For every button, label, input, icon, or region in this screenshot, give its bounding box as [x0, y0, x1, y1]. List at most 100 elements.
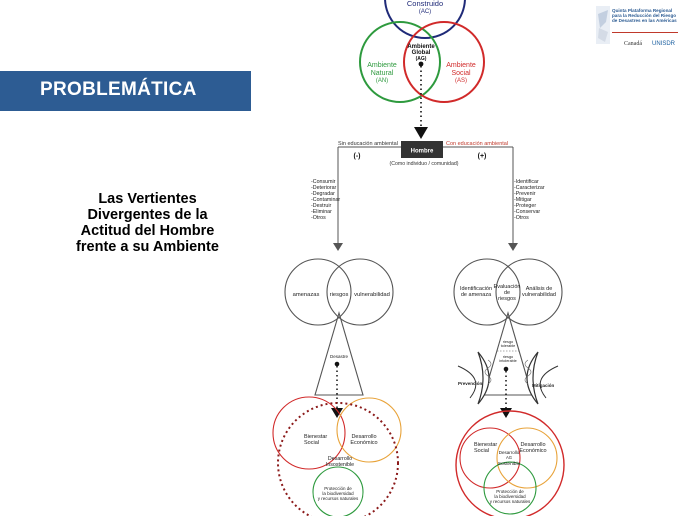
global-dot	[418, 61, 424, 67]
tolerable-label-1: riesgo	[503, 340, 513, 344]
natural-abbr: (AN)	[376, 78, 388, 84]
mitigation-shield	[526, 351, 539, 405]
threat-identification-circle	[453, 258, 521, 326]
prevencion-label: Prevención	[458, 381, 483, 386]
economic-development-circle	[336, 397, 402, 463]
heading-line: frente a su Ambiente	[76, 239, 219, 255]
threat-circle	[284, 258, 352, 326]
left-branch: amenazas riesgos vulnerabilidad Desastre…	[272, 258, 402, 516]
global-label-2: Global	[412, 50, 431, 56]
desastre-label: Desastre	[330, 354, 349, 359]
economic-development-circle-right	[496, 427, 558, 489]
prevention-shield	[477, 351, 490, 405]
sin-label: Sin educación ambiental	[338, 141, 398, 147]
left-actions-list: -Consumir -Deteriorar -Degradar -Contami…	[311, 179, 340, 221]
right-action: -Mitigar	[514, 197, 532, 203]
insostenible-label-1: Desarrollo	[328, 456, 352, 462]
social-abbr: (AS)	[455, 78, 467, 84]
global-abbr: (AG)	[416, 56, 427, 62]
right-action: -Caracterizar	[514, 185, 545, 191]
vulnerability-circle	[326, 258, 394, 326]
hombre-box	[401, 141, 443, 158]
natural-label-2: Natural	[371, 70, 394, 77]
ident-label-1: Identificación	[460, 286, 492, 292]
desarrollo-right-1: Desarrollo	[520, 442, 545, 448]
proteccion-left-1: Protección de	[324, 486, 352, 491]
natural-label-1: Ambiente	[367, 62, 397, 69]
amenazas-label: amenazas	[293, 292, 320, 298]
built-label: Construido	[407, 0, 443, 8]
tolerable-label-2: tolerable	[501, 344, 516, 348]
right-action: -Proteger	[514, 203, 536, 209]
bienestar-right-1: Bienestar	[474, 442, 497, 448]
built-abbr: (AC)	[419, 9, 431, 15]
mitigacion-label: Mitigación	[532, 383, 555, 388]
sostenible-label-3: Sostenible	[498, 461, 521, 467]
slide-heading: Las Vertientes Divergentes de la Actitud…	[70, 191, 225, 255]
biodiversity-circle-right	[483, 461, 537, 515]
heading-line: Divergentes de la	[87, 207, 208, 223]
partner-canada: Canadá	[624, 41, 642, 47]
disaster-dot	[334, 361, 340, 367]
proteccion-left-3: y recursos naturales	[318, 496, 359, 501]
proteccion-right-1: Protección de	[496, 489, 524, 494]
built-environment-circle	[384, 0, 466, 39]
right-action: -Identificar	[514, 179, 539, 185]
sostenible-label-2: AG	[506, 455, 512, 460]
hombre-sub: (Como individuo / comunidad)	[390, 161, 459, 167]
heading-line: Actitud del Hombre	[80, 223, 215, 239]
sustainable-circle	[455, 410, 565, 516]
social-label-1: Ambiente	[446, 62, 476, 69]
left-action: -Degradar	[311, 191, 335, 197]
right-action: -Prevenir	[514, 191, 536, 197]
heading-line: Las Vertientes	[98, 191, 197, 207]
intolerable-label-2: intolerable	[499, 359, 517, 363]
vulnerability-analysis-circle	[495, 258, 563, 326]
risk-triangle	[483, 311, 533, 396]
biodiversity-circle-left	[312, 466, 364, 516]
bienestar-label-2: Social	[304, 440, 319, 446]
social-welfare-circle	[272, 396, 346, 470]
riesgos-label: riesgos	[330, 292, 349, 298]
vulnerabilidad-label: vulnerabilidad	[354, 292, 390, 298]
left-action: -Destruir	[311, 203, 332, 209]
risk-dot	[503, 366, 509, 372]
bienestar-right-2: Social	[474, 448, 489, 454]
con-label: Con educación ambiental	[446, 141, 508, 147]
anal-label-1: Análisis de	[526, 286, 553, 292]
eval-label-1: Evaluación	[494, 284, 521, 290]
proteccion-right-3: y recursos naturales	[490, 499, 531, 504]
minus-label: (-)	[354, 153, 361, 160]
proteccion-right-2: la biodiversidad	[494, 494, 526, 499]
desarrollo-label-1: Desarrollo	[351, 434, 376, 440]
right-actions-list: -Identificar -Caracterizar -Prevenir -Mi…	[514, 179, 545, 221]
partner-unisdr: UNISDR	[652, 41, 676, 47]
down-arrow	[414, 127, 428, 139]
insostenible-label-2: Insostenible	[326, 462, 354, 468]
right-action: -Otros	[514, 215, 529, 221]
global-label-1: Ambiente	[407, 44, 435, 50]
sostenible-label-1: Desarrollo	[499, 450, 520, 455]
left-action: -Contaminar	[311, 197, 340, 203]
section-title: PROBLEMÁTICA	[40, 79, 197, 100]
social-welfare-circle-right	[459, 427, 521, 489]
bienestar-label-1: Bienestar	[304, 434, 327, 440]
desarrollo-label-2: Económico	[350, 440, 377, 446]
left-action: -Eliminar	[311, 209, 332, 215]
left-action: -Consumir	[311, 179, 336, 185]
hombre-label: Hombre	[411, 149, 434, 155]
hombre-node: Hombre Sin educación ambiental Con educa…	[333, 141, 518, 251]
social-label-2: Social	[451, 70, 471, 77]
desarrollo-right-2: Económico	[519, 448, 546, 454]
section-banner: PROBLEMÁTICA	[0, 71, 251, 111]
plus-label: (+)	[478, 153, 487, 160]
environment-venn: Construido (AC) Ambiente Natural (AN) Am…	[359, 0, 485, 139]
conference-logo	[596, 6, 678, 44]
right-action: -Conservar	[514, 209, 540, 215]
unsustainable-circle	[277, 402, 399, 516]
intolerable-label-1: riesgo	[503, 355, 513, 359]
anal-label-2: vulnerabilidad	[522, 292, 556, 298]
disaster-triangle	[314, 311, 364, 396]
left-action: -Deteriorar	[311, 185, 337, 191]
